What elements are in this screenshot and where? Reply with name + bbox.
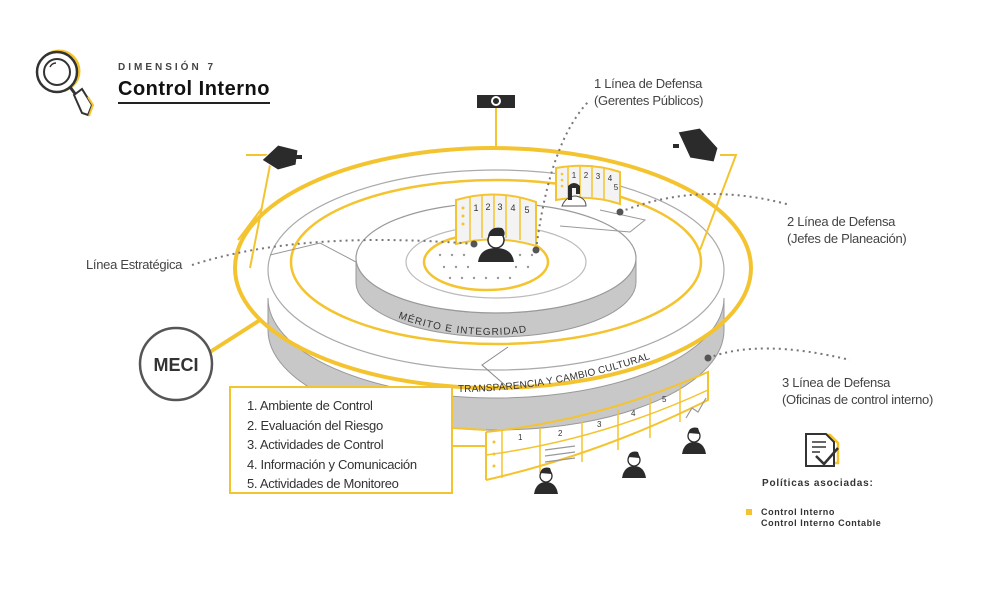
- policy-item: Control Interno: [761, 507, 835, 517]
- person-icon-bottom-2: [622, 451, 646, 478]
- policies-list: Control Interno Control Interno Contable: [761, 507, 881, 529]
- line1-callout: 1 Línea de Defensa (Gerentes Públicos): [594, 76, 704, 108]
- svg-text:5: 5: [662, 395, 667, 404]
- component-item: 5. Actividades de Monitoreo: [247, 476, 399, 491]
- line3-callout: 3 Línea de Defensa (Oficinas de control …: [782, 375, 933, 407]
- strategic-line-callout: Línea Estratégica: [86, 257, 183, 272]
- projector-icon-right: [673, 127, 719, 163]
- svg-text:2: 2: [584, 171, 589, 180]
- svg-text:1: 1: [518, 433, 523, 442]
- svg-text:5: 5: [614, 183, 619, 192]
- policies-title: Políticas asociadas:: [762, 478, 874, 489]
- projector-icon-left: [261, 144, 302, 171]
- person-icon-bottom-3: [682, 427, 706, 454]
- page-title: Control Interno: [118, 78, 270, 104]
- svg-text:3: 3: [596, 172, 601, 181]
- person-icon-upper: [561, 183, 587, 207]
- magnifier-icon: [35, 49, 95, 117]
- mid-yellow-ring: [289, 178, 703, 346]
- dimension-label: DIMENSIÓN 7: [118, 62, 217, 73]
- upper-right-panels: 1 2 3 4 5: [555, 164, 621, 206]
- callout-lines: [191, 99, 851, 361]
- line2-callout: 2 Línea de Defensa (Jefes de Planeación): [787, 214, 907, 246]
- component-item: 4. Información y Comunicación: [247, 456, 417, 472]
- component-item: 1. Ambiente de Control: [247, 398, 373, 413]
- component-item: 2. Evaluación del Riesgo: [247, 417, 383, 433]
- policy-document-icon: [805, 433, 840, 467]
- svg-text:4: 4: [510, 203, 515, 213]
- document-lines-icon: [544, 445, 576, 463]
- meci-label: MECI: [154, 355, 199, 375]
- core-dot-grid: [438, 253, 534, 280]
- outer-yellow-ring: [233, 146, 753, 390]
- trend-icon: [685, 397, 707, 419]
- meci-components-box: 1. Ambiente de Control 2. Evaluación del…: [229, 386, 453, 494]
- svg-text:1: 1: [572, 171, 577, 180]
- svg-text:3: 3: [497, 202, 502, 212]
- person-icon-center: [478, 227, 514, 262]
- component-item: 3. Actividades de Control: [247, 437, 384, 452]
- svg-text:5: 5: [524, 205, 529, 215]
- svg-text:4: 4: [608, 174, 613, 183]
- meci-circle: [138, 326, 214, 402]
- svg-text:4: 4: [631, 409, 636, 418]
- person-icon-bottom-1: [534, 467, 558, 494]
- svg-text:3: 3: [597, 420, 602, 429]
- svg-text:2: 2: [485, 202, 490, 212]
- policy-bullet: [746, 509, 752, 515]
- svg-text:1: 1: [473, 203, 478, 213]
- camera-icon: [477, 95, 515, 108]
- svg-text:2: 2: [558, 429, 563, 438]
- policy-item: Control Interno Contable: [761, 518, 882, 528]
